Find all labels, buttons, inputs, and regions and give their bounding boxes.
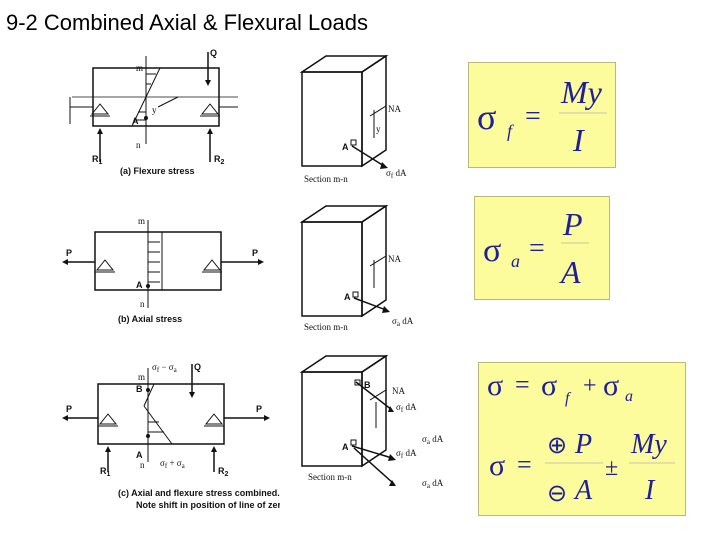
equation-axial: σ a = P A (483, 206, 589, 290)
label-force-b: σa dA (392, 316, 414, 328)
label-y-section: y (376, 124, 381, 134)
label-A-section: A (342, 442, 349, 452)
label-force-c2: σa dA (422, 434, 444, 446)
label-NA: NA (388, 104, 401, 114)
label-force-c3: σf dA (396, 448, 417, 460)
equation-flexure: σ f = My I (477, 74, 607, 158)
equation-combined: σ = σ f + σ a σ = ⊕ P ⊖ A ± My I (487, 369, 675, 507)
eq3-t1-sub: f (565, 390, 572, 407)
eq3-oplus: ⊕ (547, 433, 567, 459)
eq1-num: My (560, 74, 603, 110)
caption-c-line2: Note shift in position of line of zero s… (136, 500, 280, 510)
label-Q: Q (210, 48, 217, 58)
label-A: A (132, 116, 139, 126)
equation-panel-axial: σ a = P A (474, 196, 610, 300)
eq2-den: A (559, 254, 581, 290)
eq3-line2-lhs: σ (489, 449, 505, 482)
label-Q: Q (194, 362, 201, 372)
label-force-c4: σa dA (422, 478, 444, 490)
caption-b: (b) Axial stress (118, 314, 182, 324)
label-A-section: A (344, 292, 351, 302)
eq1-den: I (572, 122, 585, 158)
figure-c-beam: σf − σa Q m B A n σf + σa P P R1 R2 (c) … (62, 362, 280, 510)
label-m: m (138, 372, 145, 382)
label-n: n (140, 460, 145, 470)
label-y: y (152, 105, 157, 115)
eq3-plus: + (583, 373, 597, 399)
eq3-line1-eq: = (515, 370, 530, 399)
label-force-c1: σf dA (396, 402, 417, 414)
figure-c-section: NA B A σf dA σa dA σf dA σa dA Section m… (299, 354, 444, 490)
label-force-a: σf dA (386, 168, 407, 180)
label-R2: R2 (218, 466, 229, 478)
label-R2: R2 (214, 154, 225, 166)
eq3-t1: σ (541, 369, 557, 402)
label-top-stress: σf − σa (152, 362, 178, 374)
eq3-ominus: ⊖ (547, 481, 567, 507)
figure-b-section: NA A Section m-n σa dA (299, 204, 414, 332)
label-n: n (140, 299, 145, 309)
label-A: A (136, 280, 143, 290)
equation-panel-flexure: σ f = My I (468, 62, 616, 168)
eq3-num2: My (630, 429, 667, 460)
caption-a: (a) Flexure stress (120, 166, 195, 176)
label-R1: R1 (92, 154, 103, 166)
eq2-num: P (562, 206, 583, 242)
eq1-lhs-sub: f (507, 121, 515, 141)
label-B: B (136, 384, 143, 394)
label-P-right: P (256, 404, 262, 414)
slide-title: 9-2 Combined Axial & Flexural Loads (6, 10, 368, 35)
eq3-den2: I (644, 475, 656, 506)
label-section-mn: Section m-n (308, 472, 352, 482)
label-section-mn: Section m-n (304, 174, 348, 184)
eq1-lhs: σ (477, 97, 496, 137)
label-P-right: P (252, 248, 258, 258)
eq3-pm: ± (605, 455, 618, 481)
label-section-mn: Section m-n (304, 322, 348, 332)
label-m: m (136, 63, 143, 73)
figure-a-beam: Q m n A y R1 R2 (a) Flexure stress (69, 48, 238, 176)
label-NA: NA (392, 386, 405, 396)
eq3-t2-sub: a (625, 388, 633, 405)
eq2-lhs-sub: a (511, 251, 520, 271)
label-P-left: P (66, 248, 72, 258)
equation-panel-combined: σ = σ f + σ a σ = ⊕ P ⊖ A ± My I (478, 362, 686, 516)
eq3-line2-eq: = (517, 450, 532, 479)
label-m: m (138, 216, 145, 226)
eq2-equals: = (529, 233, 545, 264)
label-R1: R1 (100, 466, 111, 478)
figure-a-section: NA A y Section m-n σf dA (299, 54, 407, 184)
label-P-left: P (66, 404, 72, 414)
caption-c-line1: (c) Axial and flexure stress combined. (118, 488, 280, 498)
eq3-line1-lhs: σ (487, 369, 503, 402)
figure-b-beam: P P m n A (b) Axial stress (62, 216, 264, 324)
label-NA: NA (388, 254, 401, 264)
eq2-lhs: σ (483, 232, 501, 269)
eq3-den1: A (573, 475, 593, 506)
label-A: A (136, 450, 143, 460)
eq3-t2: σ (603, 369, 619, 402)
label-A-section: A (342, 142, 349, 152)
label-B-section: B (364, 380, 371, 390)
eq3-num1: P (574, 429, 592, 460)
label-n: n (136, 140, 141, 150)
label-bot-stress: σf + σa (160, 458, 186, 470)
eq1-equals: = (525, 101, 541, 132)
